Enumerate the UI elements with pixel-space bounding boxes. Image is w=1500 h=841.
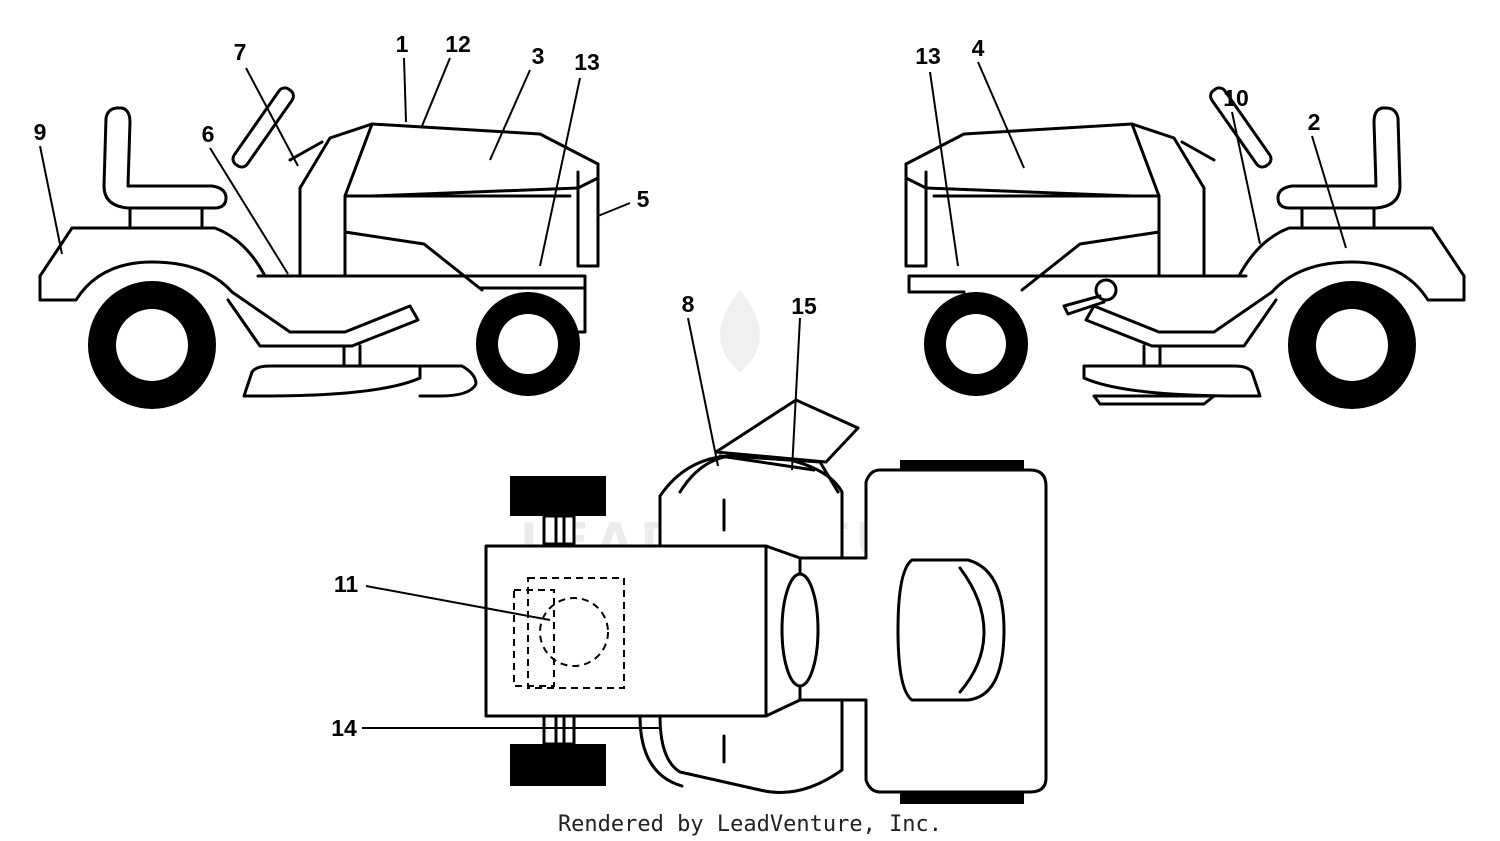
callout-3: 3 xyxy=(532,43,545,69)
callout-15: 15 xyxy=(791,293,817,319)
callout-11: 11 xyxy=(334,571,359,597)
callout-2: 2 xyxy=(1308,109,1321,135)
callout-8: 8 xyxy=(682,291,695,317)
callout-13-left: 13 xyxy=(574,49,600,75)
callout-1: 1 xyxy=(396,31,409,57)
callout-13-right: 13 xyxy=(915,43,941,69)
tractor-top-view xyxy=(484,398,1048,804)
callout-4: 4 xyxy=(972,35,985,61)
callout-6: 6 xyxy=(202,121,215,147)
callout-7: 7 xyxy=(234,39,247,65)
callout-labels: 1 2 3 4 5 6 7 8 9 10 11 12 13 13 14 15 xyxy=(34,31,1321,741)
leader-lines xyxy=(39,57,1347,729)
callout-5: 5 xyxy=(637,186,650,212)
callout-12: 12 xyxy=(445,31,471,57)
callout-10: 10 xyxy=(1223,85,1249,111)
footer-credit: Rendered by LeadVenture, Inc. xyxy=(558,812,942,837)
callout-14: 14 xyxy=(331,715,357,741)
tractor-right-side-view xyxy=(904,86,1466,409)
callout-9: 9 xyxy=(34,119,47,145)
tractor-left-side-view xyxy=(38,86,600,409)
